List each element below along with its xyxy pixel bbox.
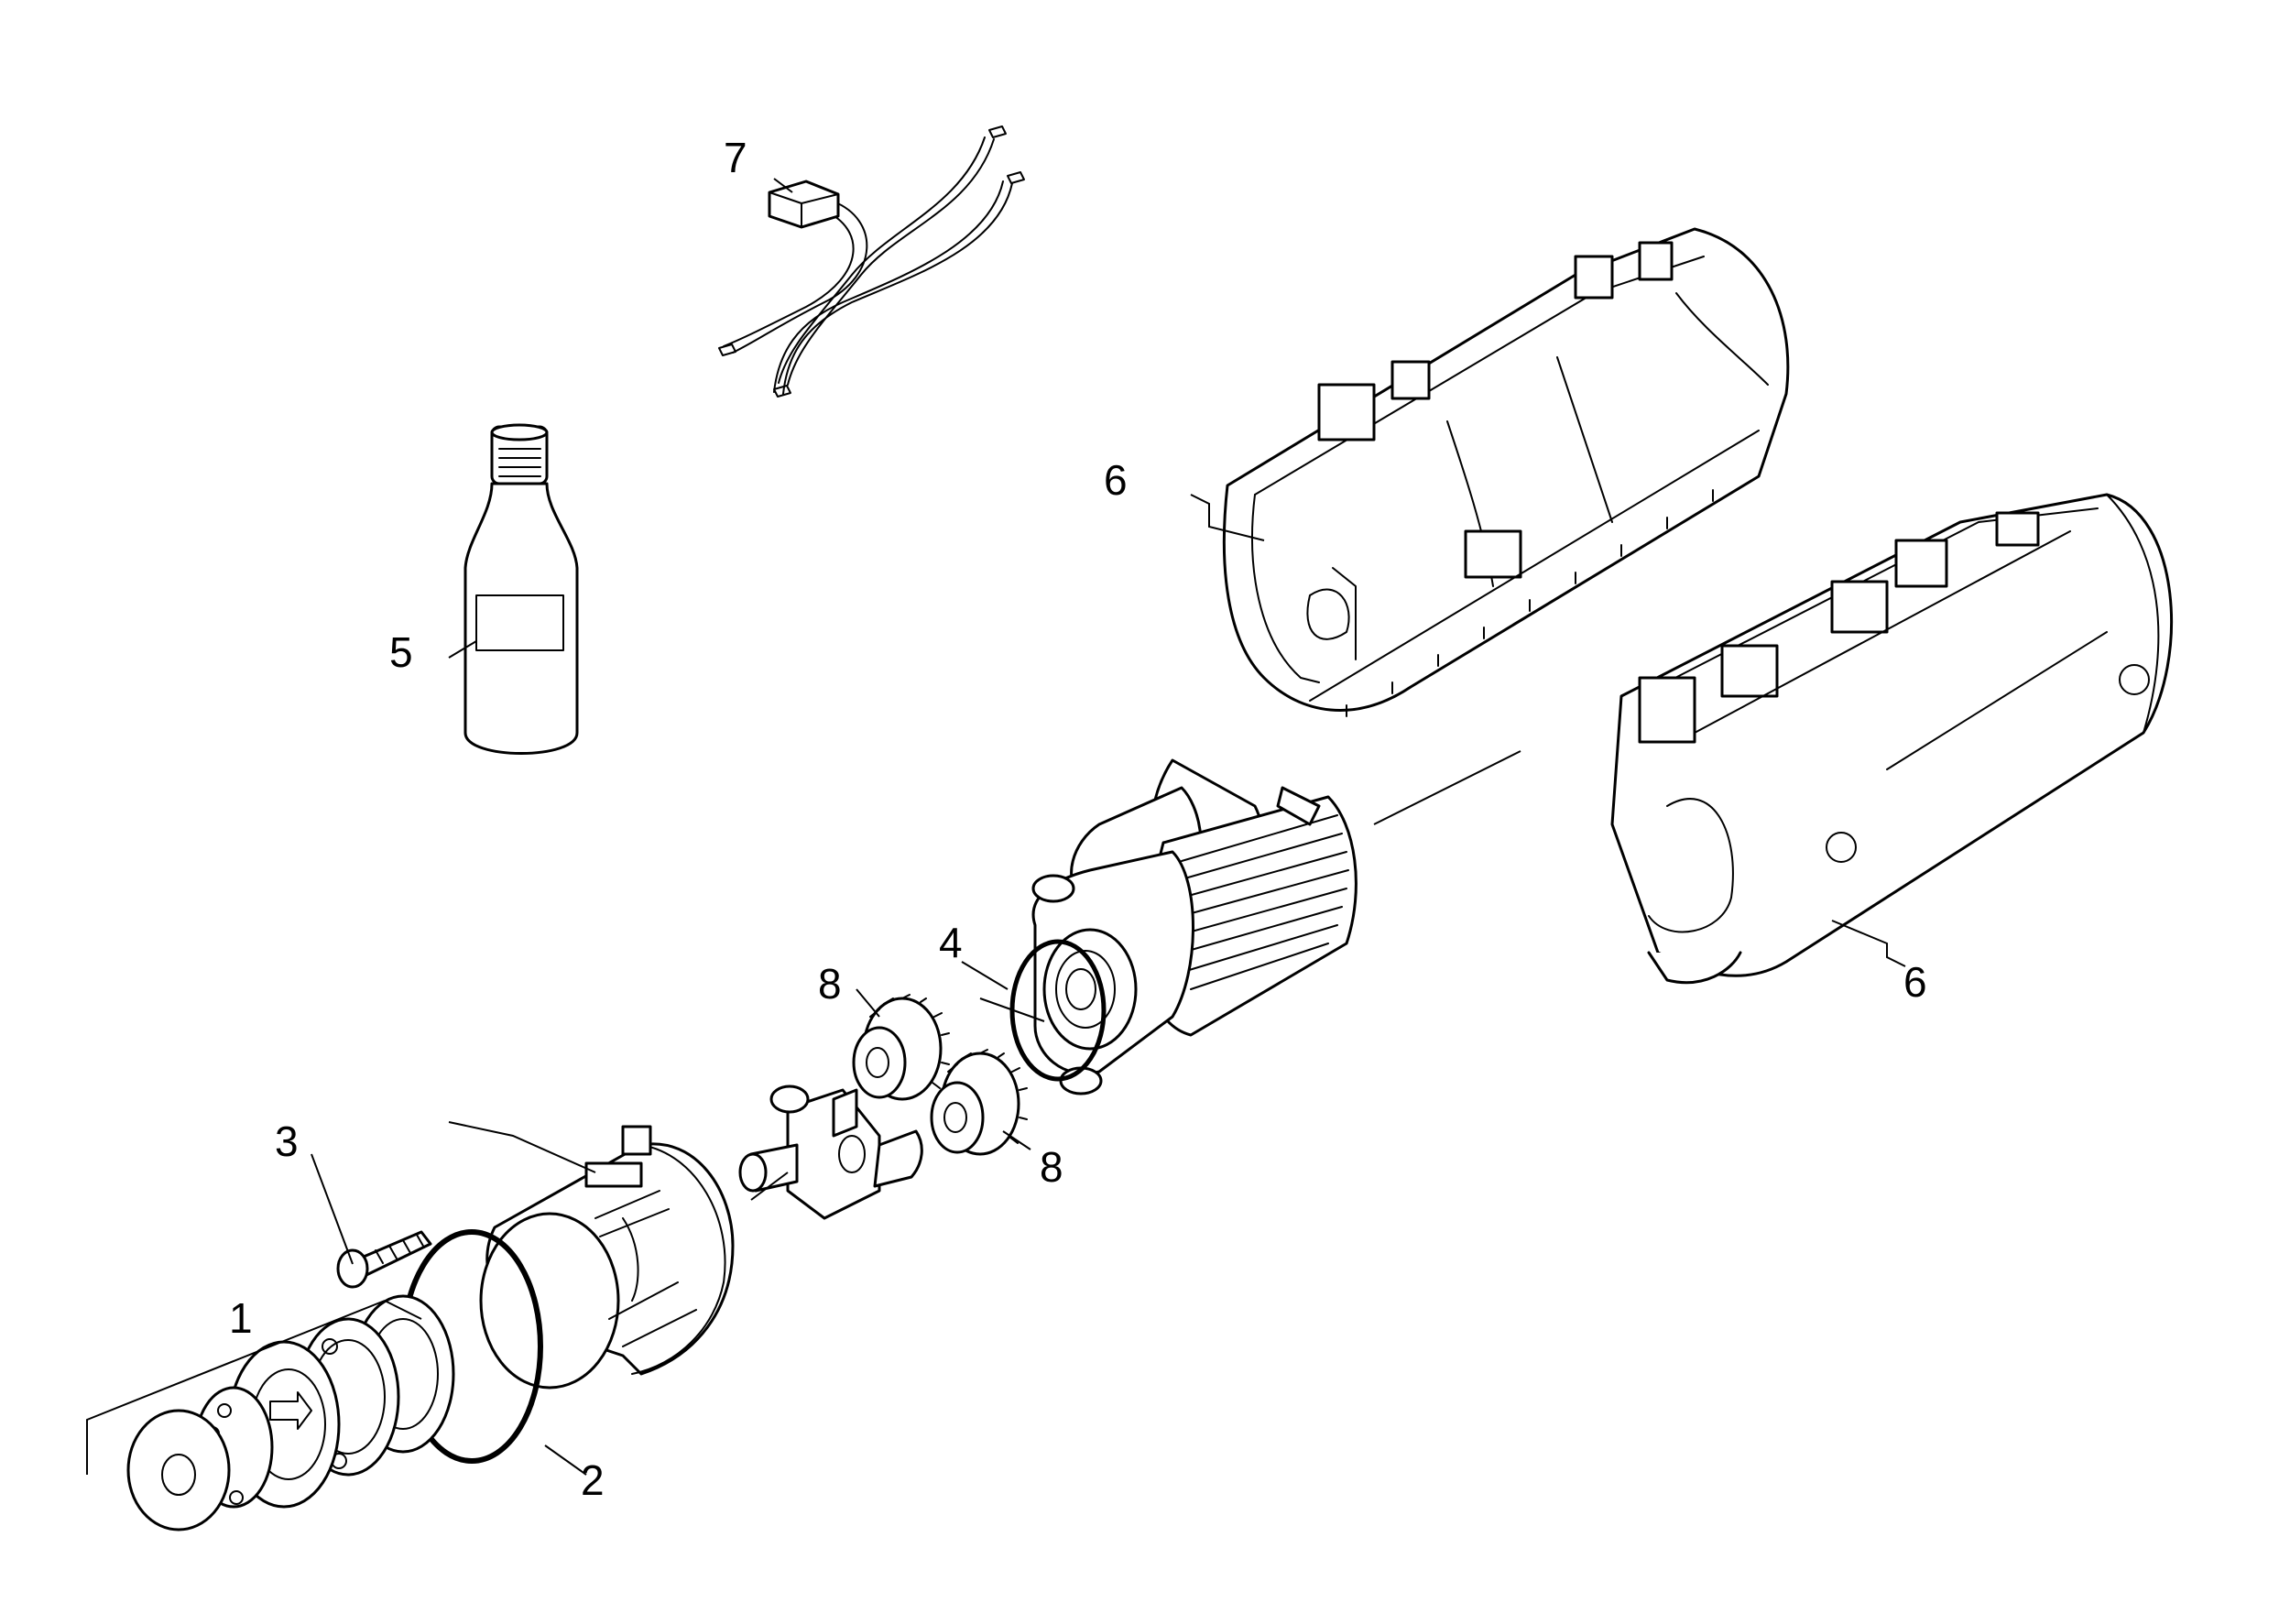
gear-lower-part — [930, 1049, 1028, 1156]
cable-harness-part — [718, 125, 1025, 398]
callout-8-lower: 8 — [1040, 1143, 1063, 1191]
callout-3: 3 — [275, 1117, 299, 1165]
callout-7: 7 — [724, 134, 747, 181]
pump-shaft-part — [738, 1084, 923, 1220]
callout-4: 4 — [939, 919, 963, 966]
housing-half-lower-part — [1610, 493, 2174, 985]
gear-upper-part — [852, 994, 950, 1101]
screw-part — [336, 1230, 432, 1289]
motor-assembly-part — [1031, 758, 1358, 1095]
callout-labels: 1 2 3 4 5 6 6 7 8 8 — [229, 134, 1927, 1504]
callout-8-upper: 8 — [818, 960, 842, 1008]
valve-stack-part — [126, 1294, 455, 1531]
leader-lines — [86, 178, 1906, 1476]
pump-head-housing-part — [479, 1125, 735, 1390]
housing-half-upper-part — [1222, 227, 1790, 717]
callout-6-lower: 6 — [1903, 958, 1927, 1006]
callout-6-upper: 6 — [1104, 456, 1128, 504]
callout-2: 2 — [581, 1456, 605, 1504]
callout-5: 5 — [389, 628, 413, 676]
oil-bottle-part — [463, 423, 579, 755]
callout-1: 1 — [229, 1294, 253, 1342]
